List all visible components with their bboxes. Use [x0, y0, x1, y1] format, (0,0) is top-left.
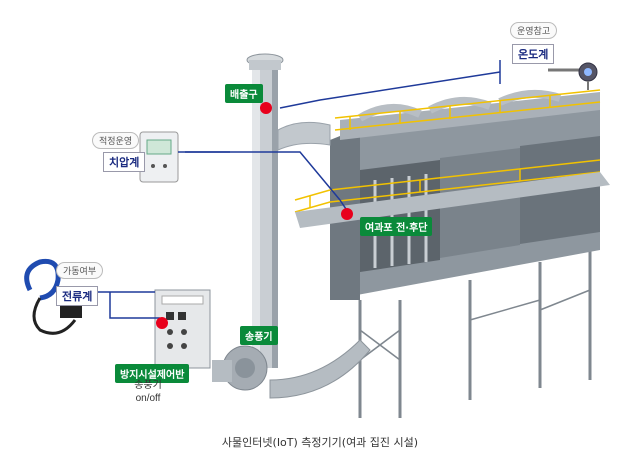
label-exhaust: 배출구 [225, 84, 263, 103]
figure-caption: 사물인터넷(IoT) 측정기기(여과 집진 시설) [221, 436, 419, 449]
exhaust-sensor-marker [260, 102, 272, 114]
panel-sensor-marker [156, 317, 168, 329]
label-thermometer: 온도계 [512, 44, 555, 64]
note-blower-onoff-line1: 송풍기 [134, 380, 162, 391]
control-panel-cabinet [154, 289, 211, 369]
label-filter-bag: 여과포 전·후단 [360, 217, 433, 236]
tag-proper-operation: 적정운영 [92, 132, 140, 149]
connector-lines [90, 60, 501, 319]
current-clamp-icon [24, 258, 82, 335]
inlet-duct [269, 339, 371, 399]
platform [295, 172, 610, 228]
note-blower-onoff-line2: on/off [135, 393, 161, 404]
label-control-panel: 방지시설제어반 [115, 364, 190, 383]
label-current-meter: 전류계 [56, 286, 99, 306]
label-differential-pressure: 치압계 [103, 152, 146, 172]
baghouse-body [330, 89, 600, 300]
exhaust-stack [246, 53, 284, 368]
blower-unit [212, 345, 268, 391]
tag-operating-status: 가동여부 [56, 262, 104, 279]
support-structure [358, 250, 592, 418]
railings [294, 89, 601, 213]
label-blower: 송풍기 [240, 326, 278, 345]
temperature-sensor-icon [548, 62, 598, 90]
filter-sensor-marker [341, 208, 353, 220]
duct [277, 121, 331, 151]
tag-operation-reference: 운영참고 [510, 22, 558, 39]
pressure-gauge-icon [139, 131, 179, 183]
